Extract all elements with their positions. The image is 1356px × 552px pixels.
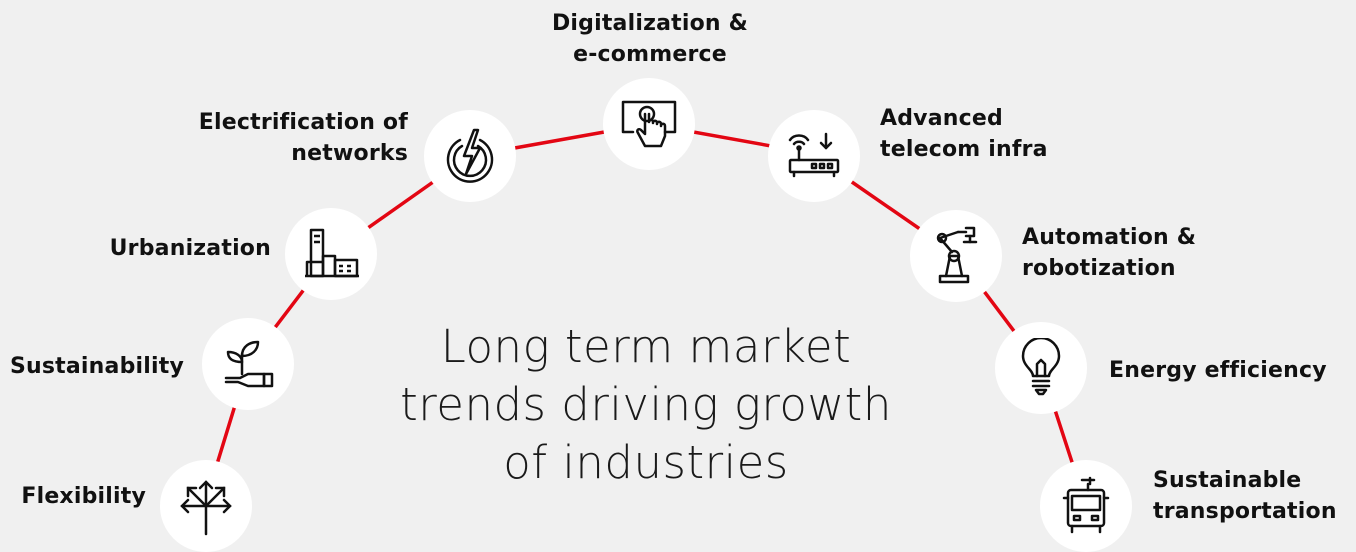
- label-transport: Sustainable transportation: [1153, 468, 1337, 524]
- label-automation: Automation & robotization: [1022, 225, 1197, 281]
- center-title: Long term market trends driving growth o…: [400, 320, 892, 489]
- automation-node: [910, 210, 1002, 302]
- urbanization-node: [285, 208, 377, 300]
- robot-arm-icon: [936, 226, 978, 284]
- power-bolt-icon: [446, 128, 494, 183]
- lightbulb-icon: [1021, 338, 1061, 396]
- label-flexibility: Flexibility: [21, 484, 146, 509]
- router-icon: [788, 132, 840, 178]
- bus-icon: [1062, 476, 1110, 534]
- touchscreen-icon: [621, 100, 677, 148]
- telecom-node: [768, 110, 860, 202]
- label-urbanization: Urbanization: [109, 236, 271, 261]
- digitalization-node: [603, 78, 695, 170]
- plant-hand-icon: [224, 340, 274, 388]
- electrification-node: [424, 110, 516, 202]
- label-telecom: Advanced telecom infra: [880, 106, 1048, 162]
- buildings-icon: [305, 228, 359, 278]
- transport-node: [1040, 460, 1132, 552]
- label-digitalization: Digitalization & e-commerce: [551, 11, 749, 67]
- sustainability-node: [202, 318, 294, 410]
- energy-node: [995, 322, 1087, 414]
- label-energy: Energy efficiency: [1109, 358, 1327, 383]
- label-sustainability: Sustainability: [9, 354, 184, 379]
- label-electrification: Electrification of networks: [198, 110, 408, 166]
- flexibility-node: [160, 460, 252, 552]
- arrows-spread-icon: [180, 480, 232, 536]
